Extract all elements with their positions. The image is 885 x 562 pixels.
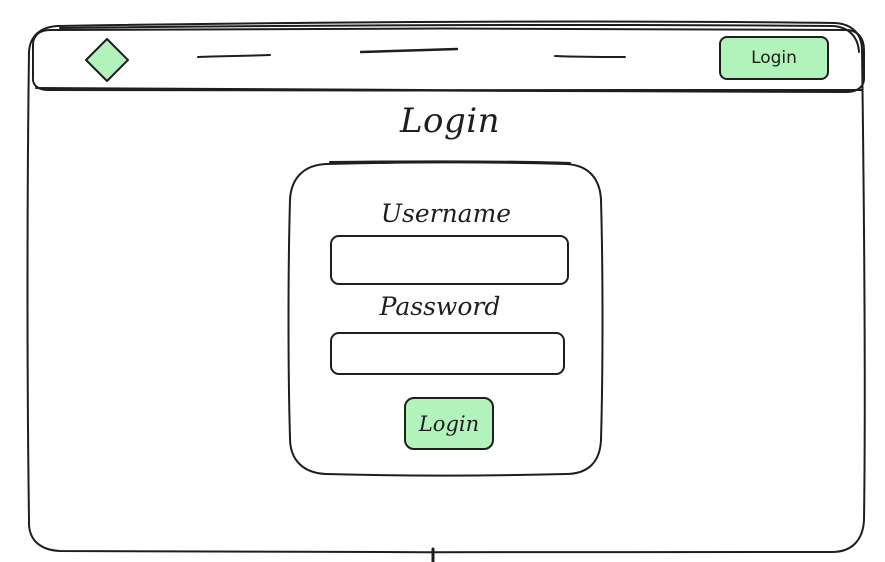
login-submit-label: Login <box>418 411 480 436</box>
diamond-logo-icon[interactable] <box>84 37 130 83</box>
password-label: Password <box>379 292 501 321</box>
login-submit-button[interactable]: Login <box>404 397 494 450</box>
page-title: Login <box>399 101 501 141</box>
nav-item-2[interactable] <box>360 46 458 56</box>
nav-item-1[interactable] <box>197 52 271 62</box>
username-label: Username <box>380 199 512 228</box>
header-login-label: Login <box>751 48 797 68</box>
nav-item-3[interactable] <box>554 52 626 62</box>
password-input[interactable] <box>330 332 565 375</box>
username-input[interactable] <box>330 235 569 285</box>
header-login-button[interactable]: Login <box>719 36 829 80</box>
